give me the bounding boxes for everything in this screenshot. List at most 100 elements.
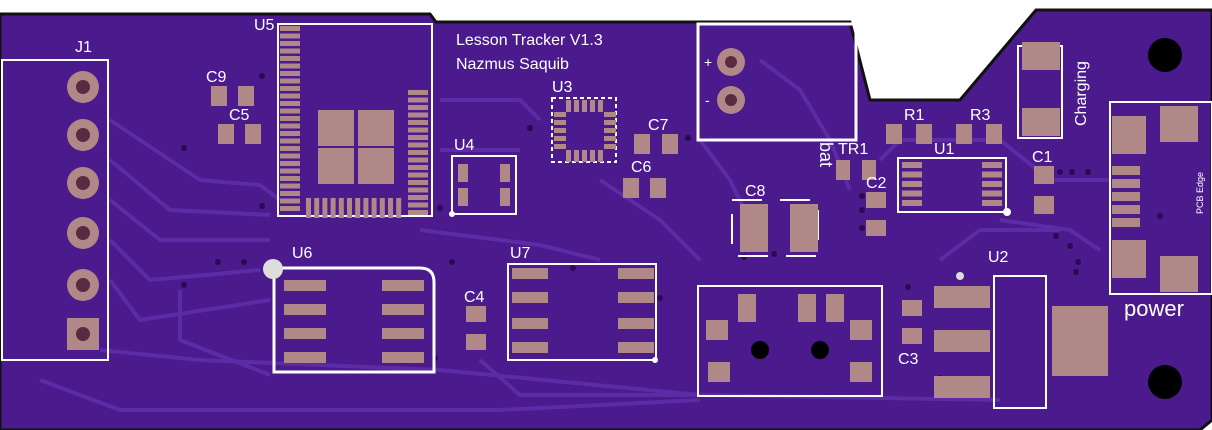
pin-pad <box>280 183 300 189</box>
pin-pad <box>280 56 300 61</box>
pin-pad <box>280 146 300 151</box>
switch-block <box>697 285 883 397</box>
board-outline <box>0 8 1212 430</box>
chip-u4: U4 <box>449 137 517 217</box>
pin-pad <box>408 142 428 148</box>
pin-pad <box>604 112 616 117</box>
pin-pad <box>306 198 311 218</box>
j1-label: J1 <box>75 39 92 56</box>
chip-u3: U3 <box>551 79 617 163</box>
pin-pad <box>280 116 300 121</box>
u2-label: U2 <box>988 249 1009 266</box>
capacitor-c6: C6 <box>623 159 666 198</box>
pcb-edge-label: PCB Edge <box>1195 172 1205 214</box>
c2-label: C2 <box>866 175 887 192</box>
pin-pad <box>338 198 344 218</box>
pin-pad <box>554 120 566 125</box>
pin-pad <box>280 198 300 204</box>
pin-pad <box>902 190 922 197</box>
pin-pad <box>330 198 336 218</box>
c1-label: C1 <box>1032 149 1053 166</box>
pin-pad <box>554 144 566 149</box>
u6-label: U6 <box>292 245 313 262</box>
pin-pad <box>408 195 428 200</box>
tr1-label: TR1 <box>838 141 868 158</box>
chip-u6: U6 <box>263 245 436 374</box>
pin-pad <box>280 63 300 69</box>
pin-pad <box>280 108 300 114</box>
pin-pad <box>371 198 377 218</box>
pin-pad <box>590 150 595 162</box>
c8-label: C8 <box>745 183 766 200</box>
pin-pad <box>347 198 352 218</box>
pin-pad <box>355 198 361 218</box>
capacitor-c2: C2 <box>866 175 887 236</box>
pin-pad <box>604 136 616 141</box>
c3-label: C3 <box>898 351 919 368</box>
capacitor-c1: C1 <box>1032 149 1054 214</box>
pin-pad <box>566 150 571 162</box>
pin-pad <box>902 171 922 178</box>
connector-j1: J1 <box>1 39 109 361</box>
pin-pad <box>280 93 300 99</box>
pin-pad <box>574 150 579 162</box>
u5-label: U5 <box>254 17 275 34</box>
u3-label: U3 <box>552 79 573 96</box>
pin-pad <box>982 181 1002 187</box>
power-connector: PCB Edge power <box>1109 101 1212 321</box>
c4-label: C4 <box>464 289 485 306</box>
u7-label: U7 <box>510 245 531 262</box>
capacitor-c7: C7 <box>634 117 678 154</box>
pin-pad <box>408 202 428 208</box>
pin-pad <box>379 198 385 218</box>
copper-traces <box>39 58 1110 412</box>
resistor-r3: R3 <box>956 107 1002 144</box>
pin-pad <box>363 198 369 218</box>
pin-pad <box>280 153 300 159</box>
pin-pad <box>280 26 300 31</box>
battery-connector: + - <box>696 22 858 142</box>
pin-pad <box>408 157 428 163</box>
r1-label: R1 <box>904 107 925 124</box>
pin-pad <box>280 78 300 84</box>
chip-u1: U1 <box>897 141 1011 216</box>
c9-label: C9 <box>206 69 227 86</box>
pin-pad <box>408 210 428 215</box>
pin-pad <box>574 100 579 112</box>
regulator-u2: U2 <box>934 249 1108 409</box>
pin-pad <box>604 128 616 133</box>
charging-label: Charging <box>1073 61 1090 126</box>
pin-pad <box>982 171 1002 178</box>
pin-pad <box>280 191 300 196</box>
c7-label: C7 <box>648 117 669 134</box>
pin-pad <box>280 138 300 144</box>
pin-pad <box>982 200 1002 206</box>
pin-pad <box>280 131 300 136</box>
charging-led: Charging <box>1017 42 1090 139</box>
pin-pad <box>598 100 603 112</box>
pin-pad <box>590 100 595 112</box>
pin-pad <box>902 181 922 187</box>
pin-pad <box>408 187 428 193</box>
pin-pad <box>554 128 566 133</box>
pin-pad <box>408 97 428 103</box>
pin-pad <box>566 100 571 112</box>
pin-pad <box>408 90 428 95</box>
board-author: Nazmus Saquib <box>456 56 569 73</box>
pin-pad <box>604 144 616 149</box>
c5-label: C5 <box>229 107 250 124</box>
pin-pad <box>554 136 566 141</box>
pin-pad <box>280 176 300 181</box>
pin-pad <box>280 123 300 129</box>
power-label: power <box>1124 296 1184 321</box>
pin-pad <box>280 161 300 166</box>
r3-label: R3 <box>970 107 991 124</box>
pin-pad <box>902 162 922 168</box>
bat-label: bat <box>816 142 836 167</box>
pin-pad <box>408 150 428 155</box>
pin-pad <box>554 112 566 117</box>
u1-label: U1 <box>934 141 955 158</box>
c6-label: C6 <box>631 159 652 176</box>
capacitor-c5: C5 <box>218 107 261 144</box>
